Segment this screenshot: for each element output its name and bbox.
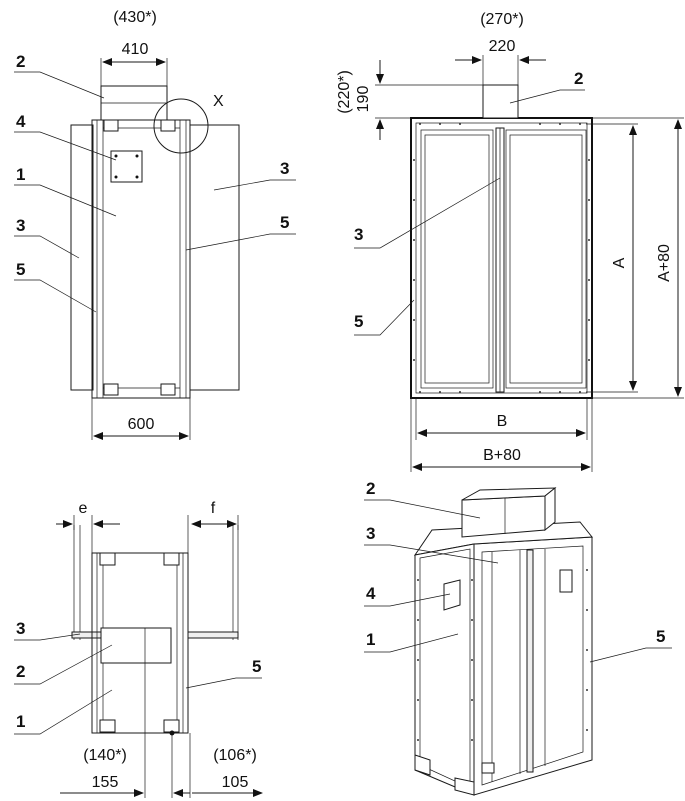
dim-e: e bbox=[79, 500, 88, 517]
dim-right-alt: (106*) bbox=[213, 747, 257, 764]
dim-side: 190 bbox=[355, 86, 372, 113]
blade-right bbox=[505, 129, 587, 389]
isometric-view: 2 3 4 1 5 bbox=[364, 479, 672, 796]
dim-right: 105 bbox=[222, 774, 249, 791]
callout-5-iso: 5 bbox=[656, 627, 665, 646]
dim-left: 155 bbox=[92, 774, 119, 791]
callout-2-right-view: 2 bbox=[574, 69, 583, 88]
side-panel-left bbox=[70, 124, 94, 391]
housing-inner-left bbox=[96, 119, 104, 399]
callout-5-right: 5 bbox=[280, 213, 289, 232]
callout-1-iso: 1 bbox=[366, 630, 375, 649]
callout-2-iso: 2 bbox=[366, 479, 375, 498]
outer-frame bbox=[410, 117, 593, 399]
iso-left-face bbox=[414, 543, 475, 796]
dim-top-right: 220 bbox=[489, 38, 516, 55]
side-housing bbox=[91, 552, 189, 734]
callout-3-left: 3 bbox=[16, 216, 25, 235]
iso-actuator bbox=[461, 495, 546, 538]
side-actuator bbox=[100, 627, 172, 664]
actuator-top bbox=[482, 84, 519, 119]
callout-2: 2 bbox=[16, 52, 25, 71]
callout-2-side: 2 bbox=[16, 662, 25, 681]
iso-plate bbox=[443, 579, 461, 611]
shaft-left bbox=[71, 631, 103, 639]
callout-1-side: 1 bbox=[16, 712, 25, 731]
detail-mark-x: X bbox=[213, 93, 224, 110]
housing-inner-right bbox=[179, 119, 187, 399]
blade-left bbox=[420, 129, 494, 389]
callout-1: 1 bbox=[16, 165, 25, 184]
dim-left-alt: (140*) bbox=[83, 747, 127, 764]
dim-bottom: 600 bbox=[128, 416, 155, 433]
shaft-right bbox=[187, 631, 239, 639]
dim-height-inner: A bbox=[611, 257, 628, 268]
callout-4: 4 bbox=[16, 112, 26, 131]
callout-3-right: 3 bbox=[280, 159, 289, 178]
dim-f: f bbox=[211, 500, 216, 517]
callout-5-right-view: 5 bbox=[354, 312, 363, 331]
front-view-closed: X (430*) 410 600 2 4 1 3 5 3 5 bbox=[14, 9, 296, 440]
dim-width-inner: B bbox=[497, 413, 508, 430]
callout-5-left: 5 bbox=[16, 260, 25, 279]
dim-top-alt-right: (270*) bbox=[480, 11, 524, 28]
callout-3-side: 3 bbox=[16, 619, 25, 638]
dim-height-outer: A+80 bbox=[656, 244, 673, 282]
callout-3-iso: 3 bbox=[366, 524, 375, 543]
dim-top-alt: (430*) bbox=[113, 9, 157, 26]
front-view-open: (270*) 220 (220*) 190 A A+80 B B+80 2 3 … bbox=[336, 11, 684, 472]
callout-4-iso: 4 bbox=[366, 584, 376, 603]
detail-circle-x bbox=[153, 98, 209, 154]
callout-3-right-view: 3 bbox=[354, 225, 363, 244]
side-view: e f (140*) 155 (106*) 105 3 2 1 5 bbox=[14, 500, 263, 798]
side-panel-right bbox=[189, 124, 240, 391]
dim-top: 410 bbox=[122, 41, 149, 58]
dim-side-alt: (220*) bbox=[336, 70, 353, 114]
callout-5-side: 5 bbox=[252, 657, 261, 676]
dim-width-outer: B+80 bbox=[483, 447, 521, 464]
